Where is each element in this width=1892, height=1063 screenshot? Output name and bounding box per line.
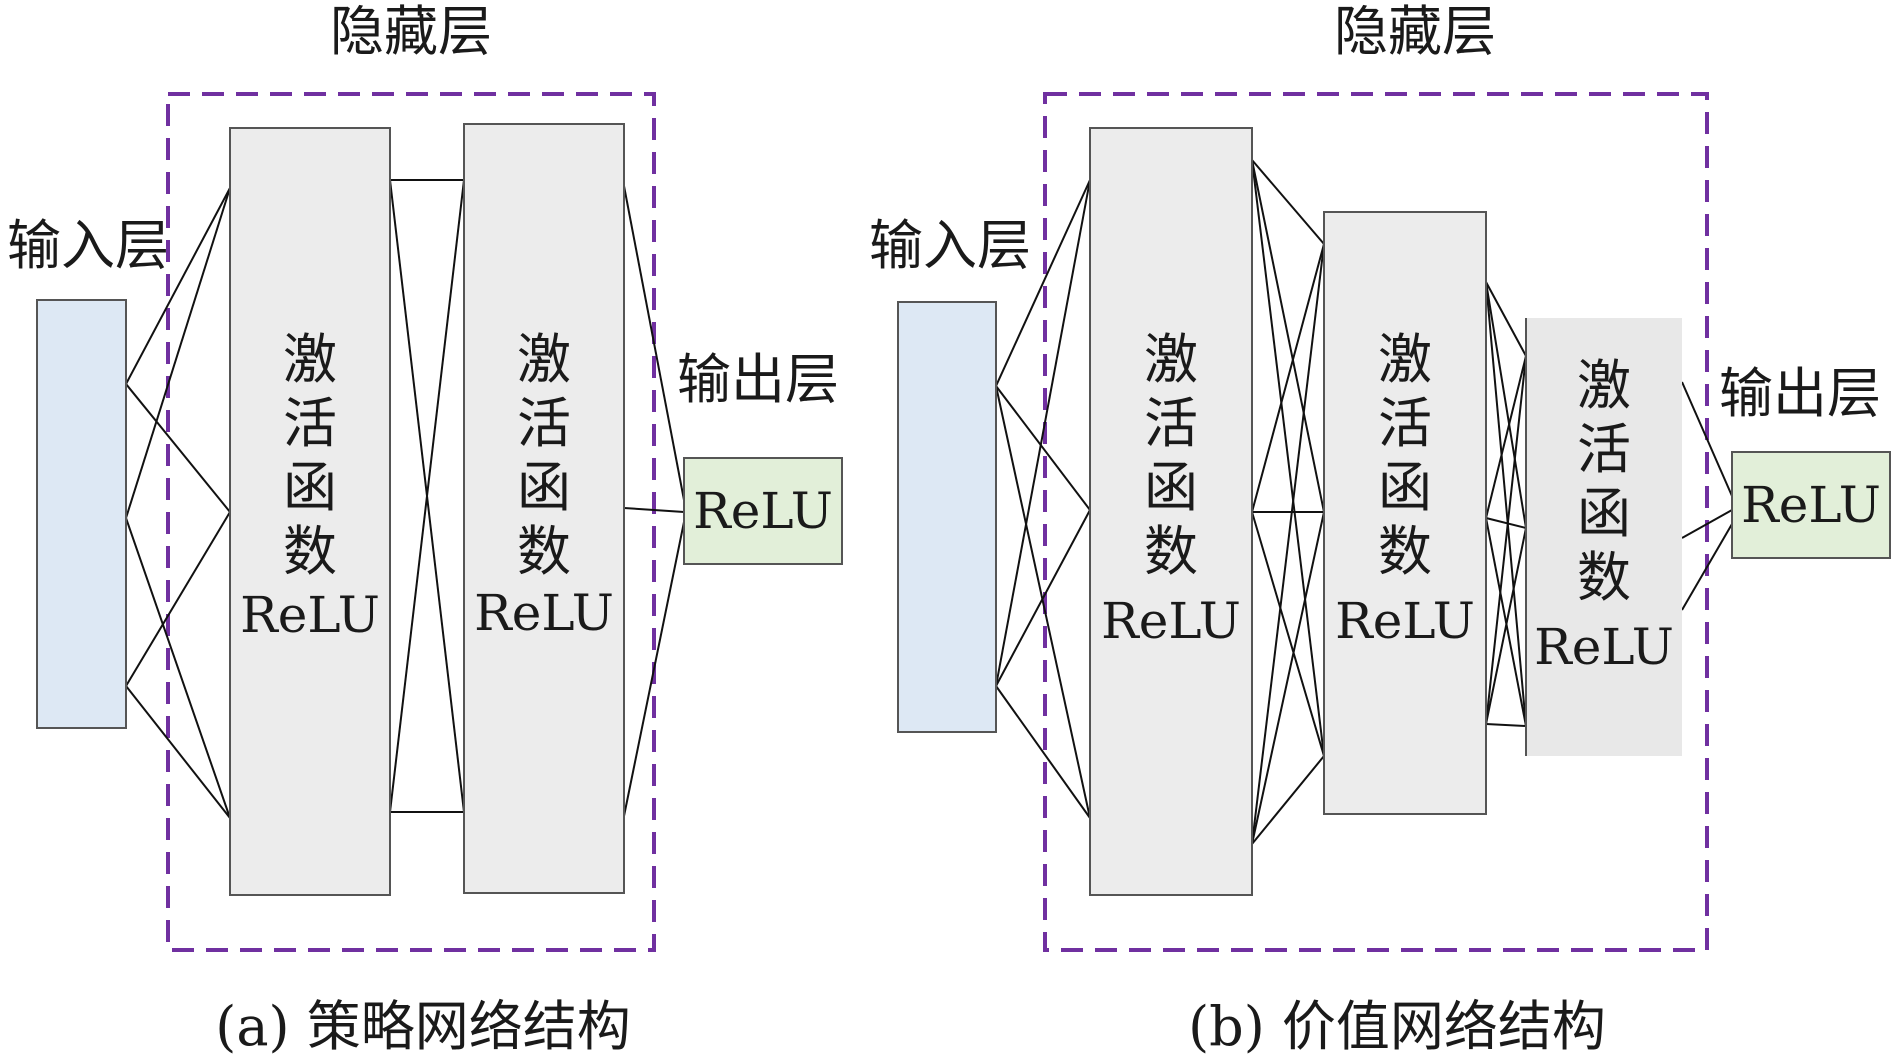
activation-char: 函: [1378, 456, 1432, 519]
panel-b-input-label: 输入层: [869, 214, 1031, 277]
activation-char: 激: [1144, 328, 1198, 391]
panel-b-connections: [995, 159, 1733, 845]
activation-char: 活: [1378, 392, 1432, 455]
activation-name: ReLU: [1101, 592, 1241, 650]
activation-char: 函: [517, 456, 571, 519]
panel-a-caption: (a) 策略网络结构: [215, 995, 631, 1058]
activation-name: ReLU: [240, 586, 380, 644]
panel-a-hidden-layer-1: 激 活 函 数 ReLU: [229, 127, 391, 896]
activation-char: 数: [283, 520, 337, 583]
panel-b-hidden-label: 隐藏层: [1334, 0, 1496, 63]
panel-b-caption: (b) 价值网络结构: [1188, 995, 1606, 1058]
activation-char: 数: [1144, 520, 1198, 583]
panel-b-hidden-layer-2: 激 活 函 数 ReLU: [1323, 211, 1487, 815]
panel-a-input-layer: [36, 299, 127, 729]
panel-a-output-unit: ReLU: [693, 482, 833, 540]
panel-a-output-layer: [683, 457, 843, 565]
activation-char: 函: [1577, 482, 1631, 545]
activation-char: 数: [1577, 546, 1631, 609]
activation-char: 函: [1144, 456, 1198, 519]
panel-a-connections: [125, 179, 685, 819]
panel-b-hidden-frame: [1043, 92, 1709, 952]
panel-a-hidden-label: 隐藏层: [330, 0, 492, 63]
activation-char: 活: [1144, 392, 1198, 455]
activation-name: ReLU: [474, 584, 614, 642]
panel-a-input-label: 输入层: [7, 214, 169, 277]
activation-char: 活: [1577, 418, 1631, 481]
activation-name: ReLU: [1335, 592, 1475, 650]
panel-b-hidden-layer-3: 激 活 函 数 ReLU: [1525, 318, 1682, 756]
activation-char: 活: [283, 392, 337, 455]
panel-b-input-layer: [897, 301, 997, 733]
activation-char: 激: [1577, 354, 1631, 417]
activation-char: 活: [517, 392, 571, 455]
activation-char: 激: [283, 328, 337, 391]
panel-b-output-layer: [1731, 451, 1891, 559]
panel-b-value-network: 隐藏层: [869, 0, 1891, 1058]
activation-char: 函: [283, 456, 337, 519]
activation-char: 数: [1378, 520, 1432, 583]
activation-char: 激: [517, 328, 571, 391]
panel-a-hidden-layer-2: 激 活 函 数 ReLU: [463, 123, 625, 894]
activation-name: ReLU: [1534, 618, 1674, 676]
activation-char: 激: [1378, 328, 1432, 391]
panel-a-output-label: 输出层: [677, 348, 839, 411]
panel-b-output-unit: ReLU: [1741, 476, 1881, 534]
panel-b-hidden-layer-1: 激 活 函 数 ReLU: [1089, 127, 1253, 896]
activation-char: 数: [517, 520, 571, 583]
panel-a-hidden-frame: [166, 92, 656, 952]
panel-b-output-label: 输出层: [1719, 362, 1881, 425]
panel-a-policy-network: 隐藏层 输入层 激 活 函 数: [7, 0, 843, 1058]
